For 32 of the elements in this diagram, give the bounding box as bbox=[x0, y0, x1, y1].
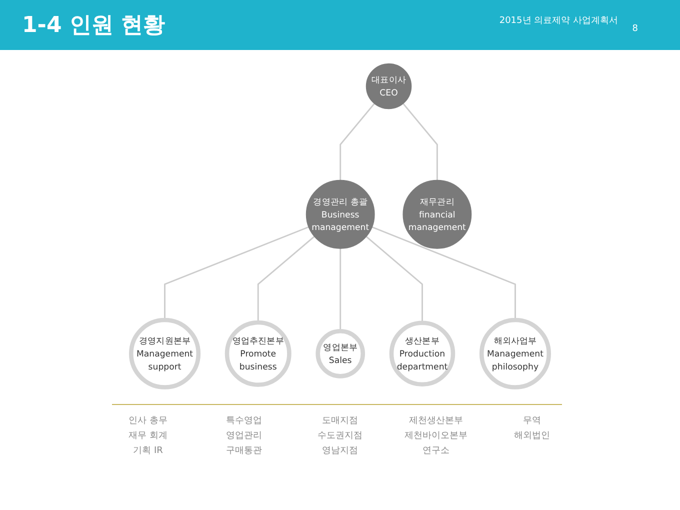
node-circle: 영업본부 Sales bbox=[316, 328, 366, 378]
page-title: 1-4 인원 현황 bbox=[22, 12, 166, 40]
page-number: 8 bbox=[632, 24, 638, 34]
connector bbox=[164, 226, 309, 320]
department-duty: 특수영업 bbox=[226, 415, 262, 428]
department-duty: 해외법인 bbox=[514, 430, 550, 443]
connector bbox=[340, 103, 375, 180]
department-duty: 도매지점 bbox=[322, 415, 358, 428]
department-duty: 연구소 bbox=[422, 445, 450, 458]
connector bbox=[372, 226, 516, 320]
department-duty: 제천바이오본부 bbox=[404, 430, 468, 443]
node-circle: 영업추진본부 Promote business bbox=[224, 320, 292, 387]
department-duty: 제천생산본부 bbox=[409, 415, 463, 428]
connector bbox=[366, 236, 423, 323]
document-title: 2015년 의료제약 사업계획서 bbox=[499, 15, 618, 27]
connector bbox=[402, 103, 438, 180]
department-duty: 무역 bbox=[523, 415, 541, 428]
node-circle: 재무관리 financial management bbox=[402, 180, 472, 249]
department-duty: 영업관리 bbox=[226, 430, 262, 443]
department-duty: 수도권지점 bbox=[318, 430, 362, 443]
department-duty: 기획 IR bbox=[133, 445, 163, 458]
department-duty: 영남지점 bbox=[322, 445, 358, 458]
department-duty: 구매통관 bbox=[226, 445, 262, 458]
department-duty: 인사 총무 bbox=[128, 415, 168, 428]
node-circle: 경영관리 총괄 Business management bbox=[306, 180, 375, 249]
node-circle: 경영지원본부 Management support bbox=[129, 318, 201, 390]
node-circle: 해외사업부 Management philosophy bbox=[479, 318, 551, 390]
connector bbox=[257, 236, 315, 323]
node-circle: 생산본부 Production department bbox=[389, 320, 456, 387]
department-duty: 재무 회계 bbox=[128, 430, 168, 443]
connector bbox=[340, 248, 342, 332]
node-circle: 대표이사 CEO bbox=[366, 63, 412, 110]
